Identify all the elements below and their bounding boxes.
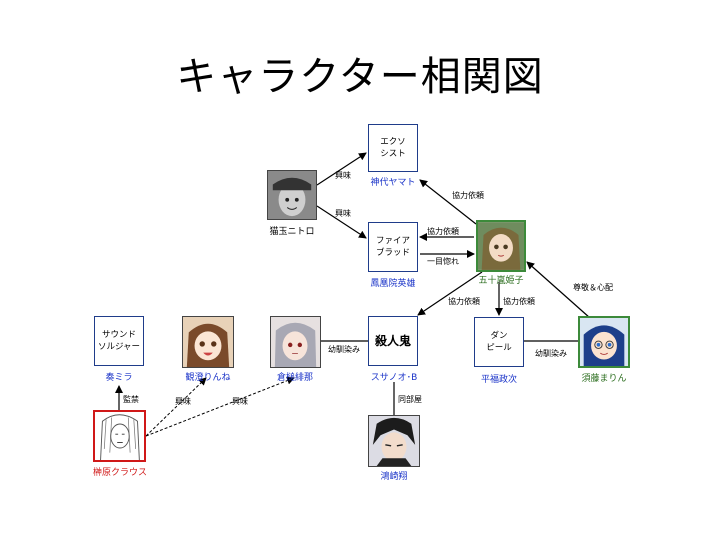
label-nekotama-kamishiro: 興味 xyxy=(335,171,351,180)
label-susanoo-kouzaki: 同部屋 xyxy=(398,395,422,404)
nekotama-portrait xyxy=(267,170,317,220)
edge-nekotama-ootori xyxy=(316,205,367,239)
name-kurahashi: 倉槌緋那 xyxy=(276,373,313,383)
page-title: キャラクター相関図 xyxy=(176,54,544,100)
label-igarashi-ootori-b: 一目惚れ xyxy=(427,257,459,266)
edge-igarashi-susanoo xyxy=(417,271,483,316)
label-igarashi-susanoo: 協力依頼 xyxy=(448,297,480,306)
label-hirafuku-sudou: 幼馴染み xyxy=(535,349,567,358)
kurahashi-portrait xyxy=(270,316,321,368)
name-hirafuku: 平福政次 xyxy=(480,375,517,385)
name-sudou: 須藤まりん xyxy=(581,374,627,384)
exorcist-box: エクソ シスト xyxy=(368,124,418,172)
label-sakakibara-kanade: 監禁 xyxy=(123,395,139,404)
label-sakakibara-mizumi: 興味 xyxy=(175,397,191,406)
edge-nekotama-kamishiro xyxy=(316,152,367,186)
name-sakakibara: 榊原クラウス xyxy=(92,468,147,478)
label-kurahashi-susanoo: 幼馴染み xyxy=(328,345,360,354)
label-igarashi-kamishiro: 協力依頼 xyxy=(452,191,484,200)
sudou-portrait xyxy=(578,316,630,368)
mizumi-portrait xyxy=(182,316,234,368)
name-kanade: 奏ミラ xyxy=(105,373,133,383)
edge-igarashi-kamishiro xyxy=(419,179,477,225)
name-mizumi: 観澄りんね xyxy=(185,373,231,383)
edge-sakakibara-mizumi xyxy=(145,377,207,437)
label-igarashi-hirafuku: 協力依頼 xyxy=(503,297,535,306)
igarashi-portrait xyxy=(476,220,526,272)
sakakibara-portrait xyxy=(93,410,146,462)
label-igarashi-ootori-a: 協力依頼 xyxy=(427,227,459,236)
edge-sudou-igarashi xyxy=(526,261,591,319)
name-ootori: 鳳凰院英雄 xyxy=(370,279,416,289)
name-susanoo: スサノオ･B xyxy=(370,373,418,383)
murderer-box: 殺人鬼 xyxy=(368,316,418,366)
label-sudou-igarashi: 尊敬＆心配 xyxy=(573,283,613,292)
firebrand-box: ファイア ブラッド xyxy=(368,222,418,272)
label-nekotama-ootori: 興味 xyxy=(335,209,351,218)
name-nekotama: 猫玉ニトロ xyxy=(269,227,315,237)
label-sakakibara-kurahashi: 興味 xyxy=(232,397,248,406)
kouzaki-portrait xyxy=(368,415,420,467)
name-igarashi: 五十嵐姫子 xyxy=(478,276,524,286)
name-kamishiro: 神代ヤマト xyxy=(370,178,416,188)
dhampir-box: ダン ピール xyxy=(474,317,524,367)
edge-sakakibara-kurahashi xyxy=(145,376,295,437)
soundsoldier-box: サウンド ソルジャー xyxy=(94,316,144,366)
name-kouzaki: 鴻崎翔 xyxy=(380,472,408,482)
